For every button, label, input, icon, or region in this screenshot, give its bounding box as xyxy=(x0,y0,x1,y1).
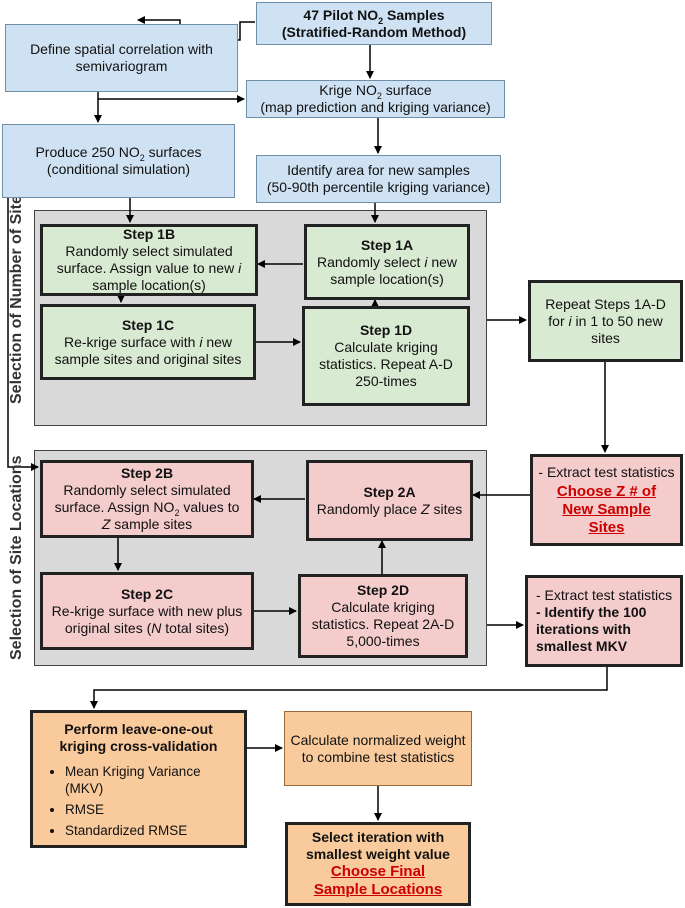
arrow-produce-step2b xyxy=(7,198,39,471)
region-label-site-locations: Selection of Site Locations xyxy=(8,455,25,660)
node-pilot-samples: 47 Pilot NO2 Samples (Stratified-Random … xyxy=(256,2,492,45)
node-step-1d: Step 1D Calculate kriging statistics. Re… xyxy=(302,306,470,406)
arrow-define-krige xyxy=(97,92,245,103)
arrow-extract-loocv xyxy=(90,667,608,709)
node-choose-z: - Extract test statistics Choose Z # of … xyxy=(530,454,683,546)
node-extract-iterations: - Extract test statistics - Identify the… xyxy=(525,575,683,667)
node-repeat-steps: Repeat Steps 1A-D for i in 1 to 50 new s… xyxy=(528,280,683,362)
node-loocv: Perform leave-one-out kriging cross-vali… xyxy=(30,710,247,848)
node-step-1c: Step 1C Re-krige surface with i new samp… xyxy=(40,304,256,380)
node-define-correlation: Define spatial correlation with semivari… xyxy=(5,24,238,92)
node-normalize-weight: Calculate normalized weight to combine t… xyxy=(284,711,472,786)
node-produce-surfaces: Produce 250 NO2 surfaces (conditional si… xyxy=(2,124,235,198)
node-select-iteration: Select iteration with smallest weight va… xyxy=(285,822,471,906)
node-krige-surface: Krige NO2 surface (map prediction and kr… xyxy=(246,80,505,118)
node-step-2b: Step 2B Randomly select simulated surfac… xyxy=(40,460,254,538)
node-step-1a: Step 1A Randomly select i new sample loc… xyxy=(304,224,470,300)
node-identify-area: Identify area for new samples (50-90th p… xyxy=(256,155,501,203)
choose-final-link[interactable]: Choose Final Sample Locations xyxy=(313,863,443,898)
node-step-2d: Step 2D Calculate kriging statistics. Re… xyxy=(298,574,468,658)
region-label-number-of-sites: Selection of Number of Sites xyxy=(8,186,25,404)
choose-z-link[interactable]: Choose Z # of New Sample Sites xyxy=(556,482,657,536)
loocv-bullet-list: Mean Kriging Variance (MKV) RMSE Standar… xyxy=(39,763,238,839)
node-step-2c: Step 2C Re-krige surface with new plus o… xyxy=(40,572,254,650)
bullet-rmse: RMSE xyxy=(65,801,238,818)
bullet-mkv: Mean Kriging Variance (MKV) xyxy=(65,763,238,797)
bullet-standardized-rmse: Standardized RMSE xyxy=(65,822,238,839)
node-step-2a: Step 2A Randomly place Z sites xyxy=(306,460,473,541)
node-step-1b: Step 1B Randomly select simulated surfac… xyxy=(40,224,258,296)
